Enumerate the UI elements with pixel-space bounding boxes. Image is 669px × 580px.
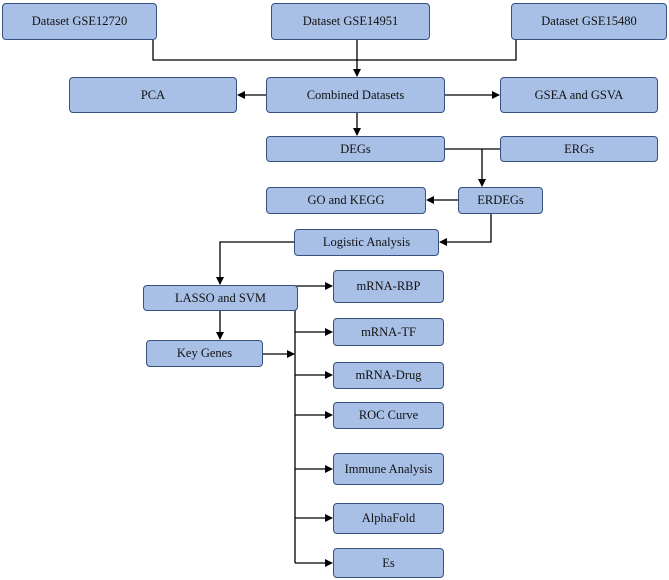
node-mrna-tf: mRNA-TF: [333, 318, 444, 346]
node-degs: DEGs: [266, 136, 445, 162]
node-roc-curve: ROC Curve: [333, 402, 444, 429]
node-mrna-drug: mRNA-Drug: [333, 362, 444, 389]
connector-gse12720-merge: [152, 40, 357, 61]
node-dataset-gse14951: Dataset GSE14951: [271, 3, 430, 40]
node-erdegs: ERDEGs: [458, 187, 543, 214]
node-es: Es: [333, 548, 444, 578]
node-dataset-gse12720: Dataset GSE12720: [2, 3, 157, 40]
node-mrna-rbp: mRNA-RBP: [333, 270, 444, 303]
node-ergs: ERGs: [500, 136, 658, 162]
node-dataset-gse15480: Dataset GSE15480: [511, 3, 667, 40]
node-combined-datasets: Combined Datasets: [266, 77, 445, 113]
node-key-genes: Key Genes: [146, 340, 263, 367]
node-pca: PCA: [69, 77, 237, 113]
node-alphafold: AlphaFold: [333, 503, 444, 534]
node-logistic-analysis: Logistic Analysis: [294, 229, 439, 256]
node-immune-analysis: Immune Analysis: [333, 453, 444, 485]
arrow-to-logistic: [439, 214, 492, 246]
node-go-kegg: GO and KEGG: [266, 187, 426, 214]
node-gsea-gsva: GSEA and GSVA: [500, 77, 658, 113]
node-lasso-svm: LASSO and SVM: [143, 285, 298, 311]
arrow-to-lasso: [216, 241, 294, 285]
connector-gse15480-merge: [357, 40, 517, 61]
